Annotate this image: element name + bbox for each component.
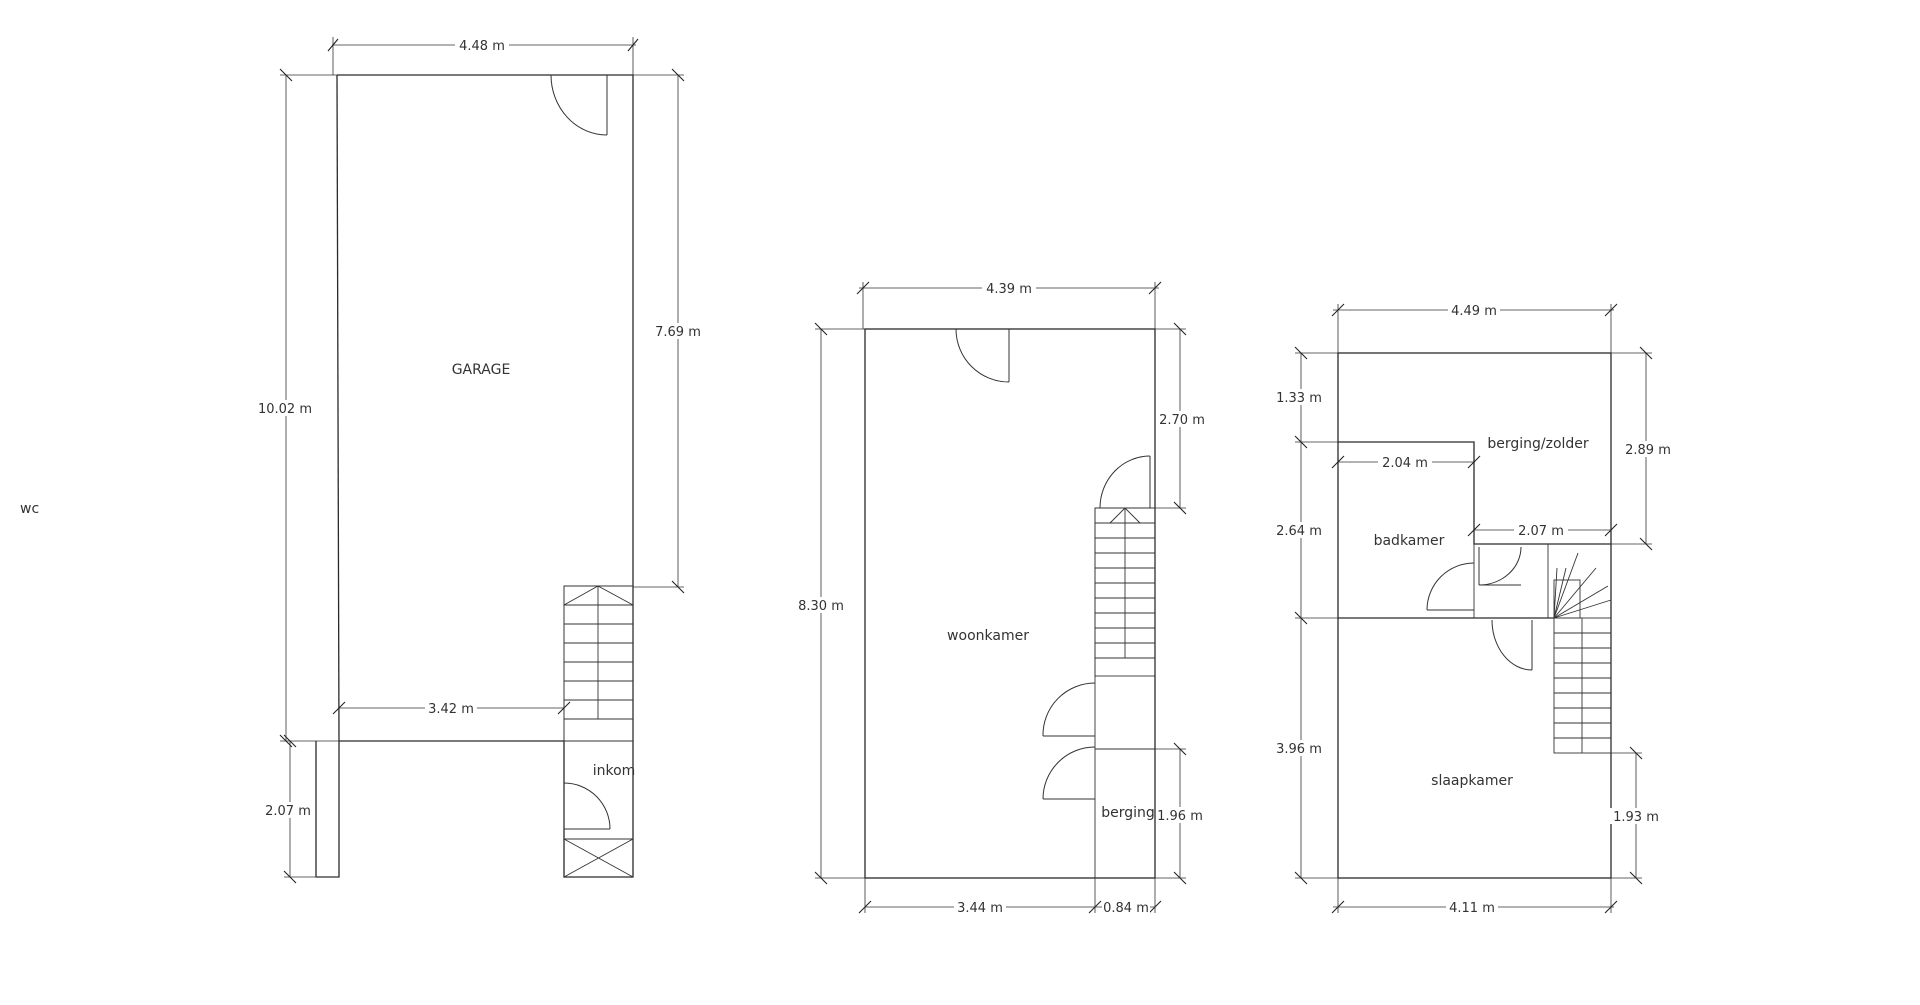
door-badkamer: [1426, 562, 1475, 611]
dim-second-left-middle-label: 2.64 m: [1276, 524, 1322, 539]
room-label-inkom: inkom: [593, 763, 636, 779]
dim-first-right-bottom-label: 1.96 m: [1157, 809, 1203, 824]
room-label-slaapkamer: slaapkamer: [1431, 773, 1513, 789]
room-label-badkamer: badkamer: [1374, 533, 1445, 549]
room-label-berging-zolder: berging/zolder: [1487, 436, 1589, 452]
dim-first-bottom: [858, 878, 1162, 915]
dim-first-right-bottom: [1155, 742, 1208, 885]
dim-ground-bottom-left-label: 2.07 m: [265, 804, 311, 819]
dim-ground-left: [257, 68, 339, 748]
dim-ground-inner: [332, 700, 571, 716]
dim-ground-inner-label: 3.42 m: [428, 702, 474, 717]
dim-second-hall-label: 2.07 m: [1518, 524, 1564, 539]
dim-second-top-label: 4.49 m: [1451, 304, 1497, 319]
room-label-garage: GARAGE: [452, 362, 511, 378]
wc-cross: [563, 838, 634, 878]
door-left-1: [1042, 682, 1096, 737]
dim-first-bottom-right-label: 0.84 m: [1103, 901, 1149, 916]
dim-ground-top: [327, 37, 639, 75]
dim-second-right-top-label: 2.89 m: [1625, 443, 1671, 458]
dim-first-left: [795, 322, 865, 885]
dim-ground-right: [633, 68, 704, 594]
room-label-woonkamer: woonkamer: [947, 628, 1029, 644]
dim-second-badkamer: [1331, 454, 1481, 470]
dim-ground-left-label: 10.02 m: [258, 402, 312, 417]
dim-second-badkamer-label: 2.04 m: [1382, 456, 1428, 471]
door-right-upper: [1099, 455, 1151, 509]
second-floor-plan: 4.49 m 1.33 m 2.64 m 3.96 m 2.89 m: [1272, 302, 1674, 916]
room-label-berging: berging: [1101, 805, 1155, 821]
door-inkom: [563, 782, 611, 830]
dim-first-top-label: 4.39 m: [986, 282, 1032, 297]
door-garage: [550, 74, 608, 136]
stairs-ground: [563, 585, 634, 742]
dim-second-right-top: [1611, 346, 1674, 551]
dim-first-left-label: 8.30 m: [798, 599, 844, 614]
dim-second-top: [1331, 302, 1618, 353]
dim-second-left-bottom-label: 3.96 m: [1276, 742, 1322, 757]
ground-floor-plan: 4.48 m 10.02 m 7.69 m 3.42 m: [20, 37, 704, 884]
dim-ground-top-label: 4.48 m: [459, 39, 505, 54]
dim-second-bottom: [1331, 878, 1618, 915]
dim-second-hall: [1467, 522, 1618, 538]
door-slaapkamer: [1491, 619, 1533, 671]
dim-ground-bottom-left: [262, 734, 339, 884]
first-floor-plan: 4.39 m 8.30 m 2.70 m 1.96 m: [795, 280, 1208, 916]
dim-second-right-bottom: [1610, 746, 1662, 885]
dim-first-bottom-left-label: 3.44 m: [957, 901, 1003, 916]
second-floor-walls: [1337, 352, 1612, 879]
dim-second-bottom-label: 4.11 m: [1449, 901, 1495, 916]
dim-second-right-bottom-label: 1.93 m: [1613, 810, 1659, 825]
door-woonkamer-top: [955, 328, 1010, 383]
dim-second-left: [1272, 346, 1338, 885]
dim-first-right-top: [1155, 322, 1208, 515]
ground-floor-walls: [315, 74, 634, 878]
stairs-first: [1094, 507, 1156, 677]
dim-first-right-top-label: 2.70 m: [1159, 413, 1205, 428]
room-label-wc: wc: [20, 501, 39, 517]
dim-first-top: [856, 280, 1162, 329]
dim-second-left-top-label: 1.33 m: [1276, 391, 1322, 406]
dim-ground-right-label: 7.69 m: [655, 325, 701, 340]
stairs-second: [1553, 552, 1612, 754]
door-left-2: [1042, 746, 1096, 800]
door-hall: [1478, 546, 1522, 586]
first-floor-walls: [864, 328, 1156, 879]
